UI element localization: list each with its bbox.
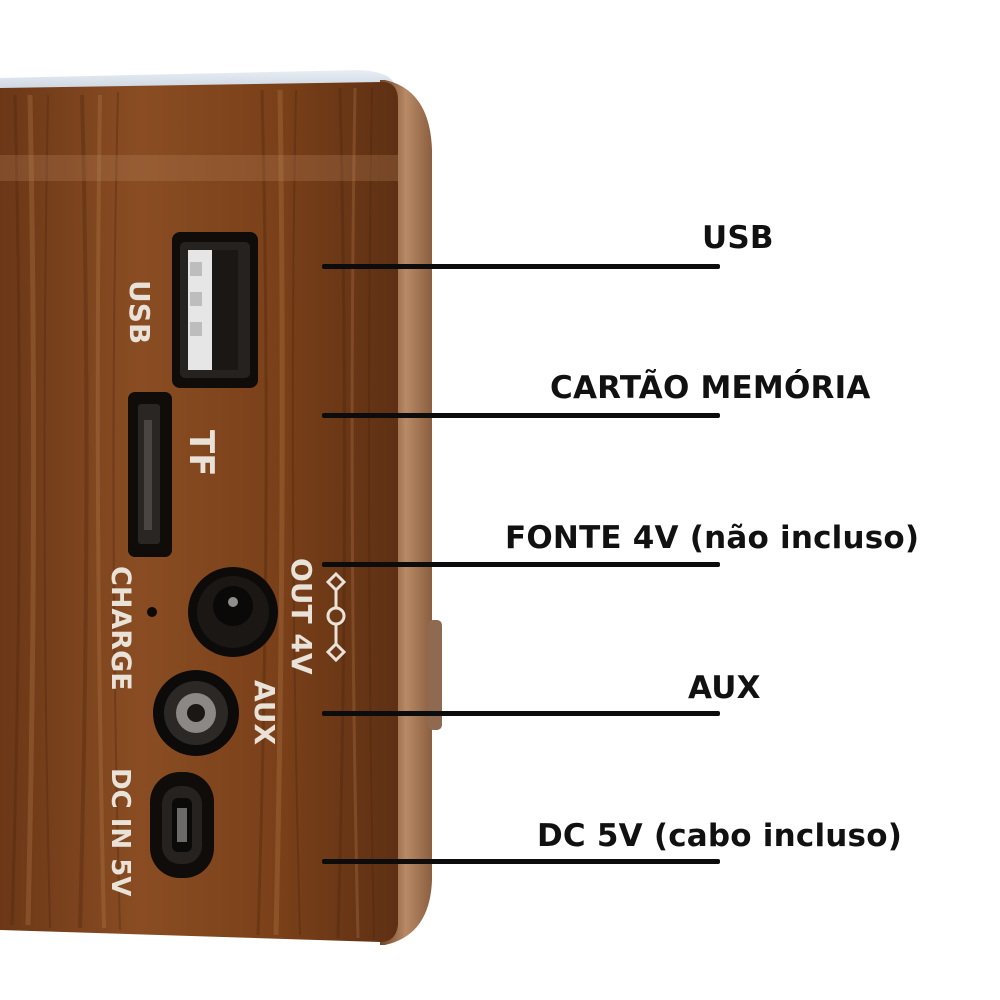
callout-aux-line xyxy=(322,711,720,716)
device-printed-labels: USB TF CHARGE OUT 4V AUX DC IN 5V xyxy=(105,280,318,896)
out-print: OUT 4V xyxy=(285,558,318,675)
callout-memory-line xyxy=(322,413,720,418)
callout-memory-label: CARTÃO MEMÓRIA xyxy=(550,370,871,406)
wood-grain xyxy=(10,87,375,939)
usb-print: USB xyxy=(123,280,156,344)
polarity-symbol-icon xyxy=(325,571,347,663)
charge-print: CHARGE xyxy=(105,566,136,691)
wood-panel xyxy=(0,82,398,942)
callout-power-line xyxy=(322,562,720,567)
aux-jack xyxy=(153,670,239,756)
tf-print: TF xyxy=(181,430,221,476)
usb-port xyxy=(172,232,258,388)
callout-dc-label: DC 5V (cabo incluso) xyxy=(537,818,903,854)
dc-in-print: DC IN 5V xyxy=(105,768,135,896)
charge-led xyxy=(147,607,157,617)
callout-dc-line xyxy=(322,859,720,864)
aux-print: AUX xyxy=(248,680,281,746)
callout-usb-line xyxy=(322,264,720,269)
side-knob xyxy=(428,620,442,730)
callout-power-label: FONTE 4V (não incluso) xyxy=(505,520,920,556)
callout-aux-label: AUX xyxy=(688,670,761,706)
callout-usb-label: USB xyxy=(702,220,774,256)
tf-card-slot xyxy=(128,392,172,557)
out-4v-jack xyxy=(188,567,278,657)
dc-in-port xyxy=(150,772,214,878)
